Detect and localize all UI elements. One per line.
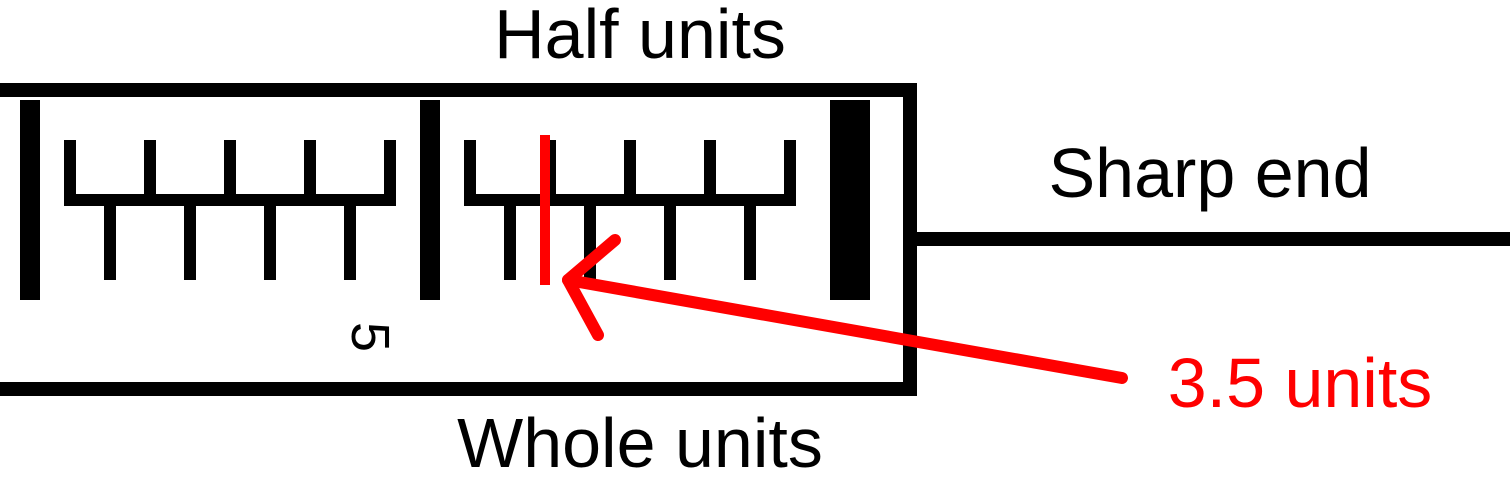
major-mark-10 [20,100,40,300]
half-units-label: Half units [494,0,786,73]
syringe-barrel [0,83,917,396]
reading-label: 3.5 units [1168,344,1433,422]
tick-group-left [64,140,396,280]
arrow-shaft [562,274,1128,384]
arrow-head [562,234,621,341]
reading-arrow [562,234,1128,384]
major-mark-5 [420,100,440,300]
whole-units-label: Whole units [457,404,823,480]
zero-mark-block [830,100,870,300]
sharp-end-label: Sharp end [1048,134,1371,212]
scale-number-10: 10 [0,305,8,365]
scale-number-5: 5 [340,322,400,352]
tick-group-right [464,140,796,280]
